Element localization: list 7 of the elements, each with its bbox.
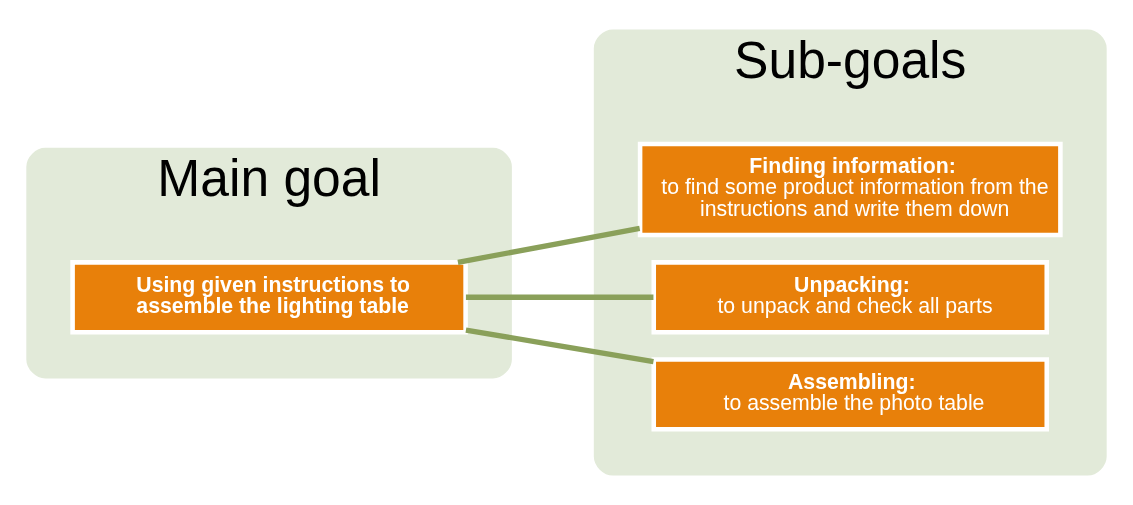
connector <box>465 327 654 365</box>
node-box: Unpacking: to unpack and check all parts <box>651 260 1049 335</box>
connector <box>457 225 641 265</box>
node-box: Finding information: to find some product information from the instructions and write them down <box>637 141 1063 238</box>
node-box: Assembling: to assemble the photo table <box>651 357 1049 432</box>
connector <box>465 294 654 300</box>
node-box: Using given instructions to assemble the lighting table <box>70 260 468 335</box>
